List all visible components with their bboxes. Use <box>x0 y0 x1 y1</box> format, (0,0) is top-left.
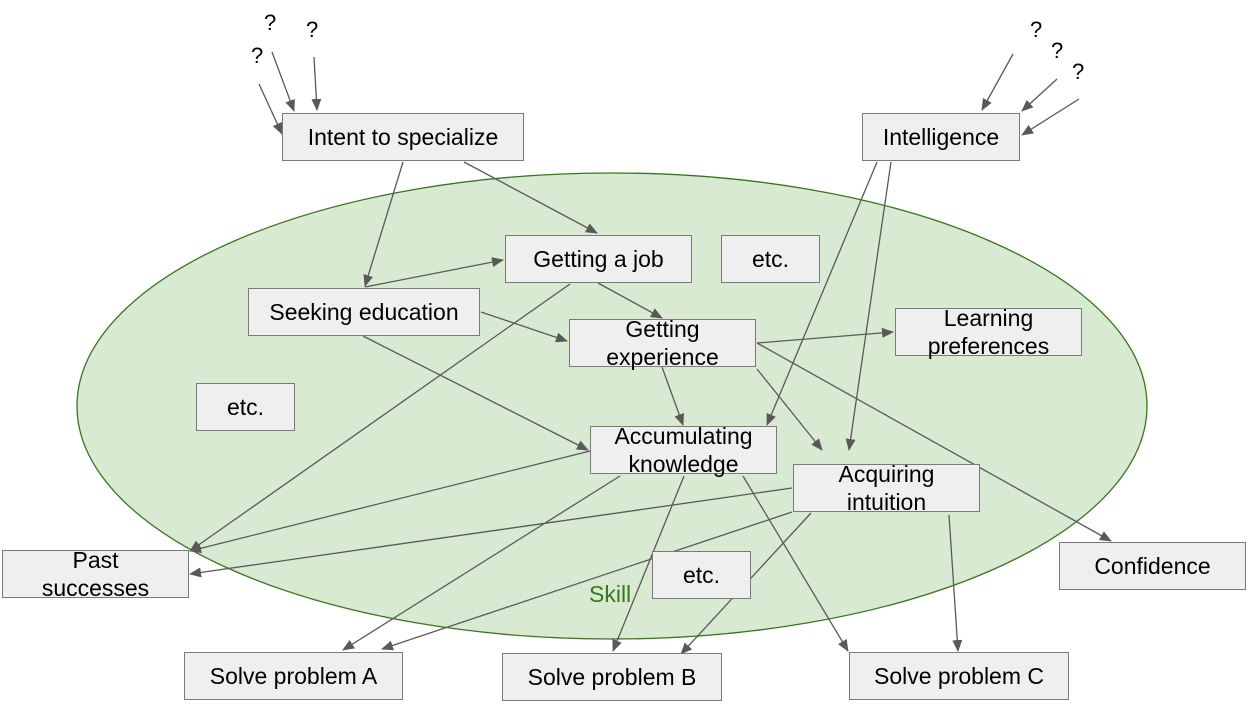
edge-intelligence-accumulating <box>766 161 878 426</box>
edge-unknown6-intelligence <box>1021 98 1080 136</box>
node-past-successes-line2: successes <box>41 575 150 601</box>
node-learning-preferences-line1: Learning <box>943 305 1034 331</box>
node-acquiring-intuition-line1: Acquiring <box>838 461 935 487</box>
unknown-cause-4: ? <box>1030 17 1043 42</box>
node-learning-preferences: Learning preferences <box>895 305 1082 359</box>
edge-seeking-job <box>364 257 504 288</box>
node-etc-bottom: etc. <box>652 551 751 599</box>
edge-experience-intuition <box>756 368 823 451</box>
unknown-cause-2: ? <box>306 17 319 42</box>
node-getting-experience-line2: experience <box>606 344 719 370</box>
edge-unknown1-intent <box>258 83 283 135</box>
edge-unknown2-intent <box>271 51 295 112</box>
edge-job-experience <box>597 282 663 319</box>
unknown-cause-1: ? <box>264 10 277 35</box>
edge-accumulating-problem-c <box>742 475 849 652</box>
skill-region-label: Skill <box>589 581 632 607</box>
edge-experience-confidence <box>756 342 1112 542</box>
node-past-successes: Past successes <box>2 547 189 601</box>
node-getting-experience: Getting experience <box>569 316 756 370</box>
edge-intent-job <box>463 161 598 234</box>
edge-unknown5-intelligence <box>1021 78 1058 112</box>
node-accumulating-knowledge-line2: knowledge <box>628 451 739 477</box>
node-accumulating-knowledge: Accumulating knowledge <box>590 423 777 477</box>
edge-experience-learning <box>756 327 894 344</box>
unknown-cause-3: ? <box>251 43 264 68</box>
edge-intuition-problem-c <box>948 514 963 652</box>
node-accumulating-knowledge-line1: Accumulating <box>614 423 753 449</box>
edge-accumulating-problem-a <box>342 475 621 651</box>
unknown-cause-6: ? <box>1072 59 1085 84</box>
edge-job-past <box>189 283 571 552</box>
node-solve-problem-b: Solve problem B <box>502 653 722 701</box>
edge-seeking-accumulating <box>362 335 589 451</box>
node-etc-left: etc. <box>196 383 295 431</box>
edge-accumulating-past <box>189 450 591 554</box>
node-solve-problem-a: Solve problem A <box>184 652 403 700</box>
edge-unknown3-intent <box>311 56 322 111</box>
node-solve-problem-c: Solve problem C <box>849 652 1069 700</box>
node-confidence: Confidence <box>1059 542 1246 590</box>
node-intelligence: Intelligence <box>862 113 1020 161</box>
edge-experience-accumulating <box>661 366 684 426</box>
node-past-successes-line1: Past <box>72 547 119 573</box>
unknown-cause-5: ? <box>1051 38 1064 63</box>
node-etc-top: etc. <box>721 235 820 283</box>
node-getting-a-job: Getting a job <box>505 235 692 283</box>
edge-intent-seeking <box>363 161 404 287</box>
edge-seeking-experience <box>480 311 568 343</box>
edge-unknown4-intelligence <box>981 53 1014 111</box>
node-getting-experience-line1: Getting <box>625 316 700 342</box>
node-intent-to-specialize: Intent to specialize <box>282 113 524 161</box>
node-learning-preferences-line2: preferences <box>927 333 1050 359</box>
node-acquiring-intuition-line2: intuition <box>846 489 927 515</box>
edge-intuition-past <box>189 487 793 578</box>
node-seeking-education: Seeking education <box>248 288 480 336</box>
node-acquiring-intuition: Acquiring intuition <box>793 461 980 515</box>
edge-intuition-problem-a <box>381 511 793 651</box>
edge-intelligence-intuition <box>845 161 892 451</box>
